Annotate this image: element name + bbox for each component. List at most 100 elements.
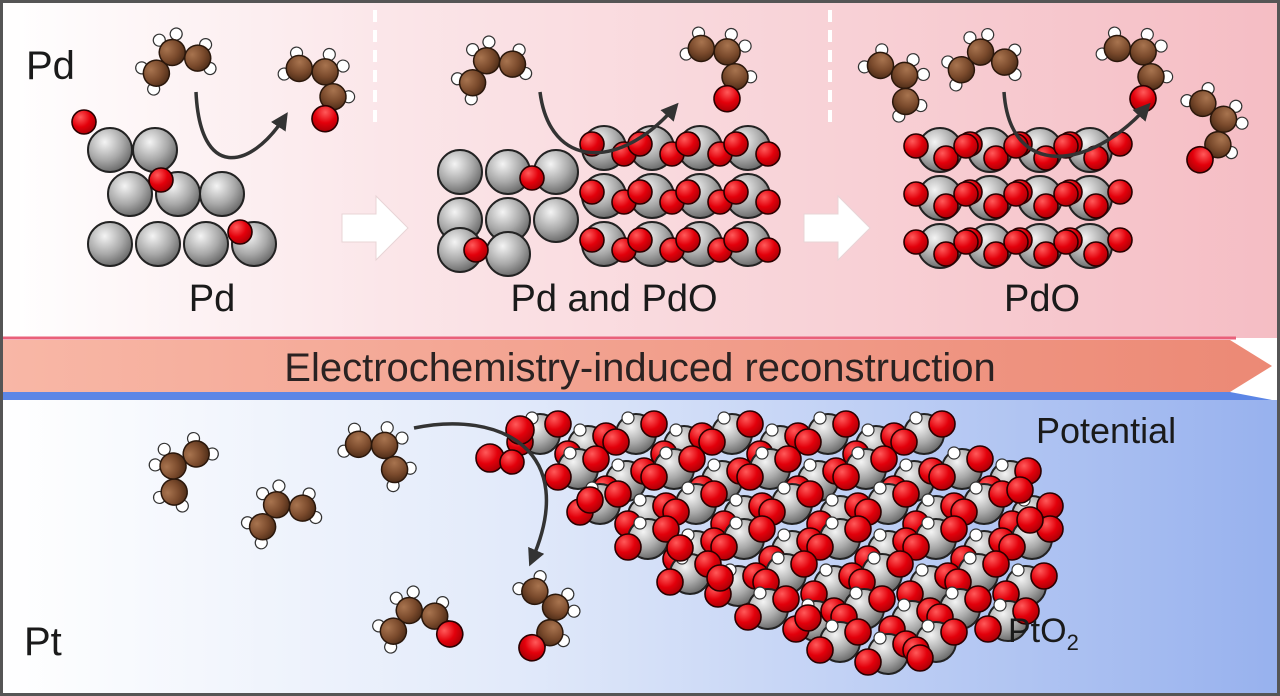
carbon-atom	[380, 455, 409, 484]
carbon-atom	[541, 593, 570, 622]
carbon-atom	[183, 44, 212, 72]
oxygen-atom	[906, 644, 934, 672]
oxygen-atom	[1053, 181, 1079, 207]
oxygen-atom	[713, 84, 741, 113]
oxygen-atom	[576, 486, 604, 514]
palladium-atom	[107, 171, 153, 217]
hydrogen-atom	[969, 481, 983, 495]
oxygen-atom	[806, 533, 834, 561]
reaction-arrows	[194, 91, 1151, 567]
oxygen-atom	[832, 410, 860, 438]
process-arrow	[341, 194, 409, 262]
hydrogen-atom	[1154, 39, 1168, 53]
carbon-atom	[142, 59, 171, 87]
oxygen-atom	[1016, 506, 1044, 534]
oxygen-atom	[844, 515, 872, 543]
propylene-molecule	[857, 43, 930, 123]
carbon-atom	[866, 51, 895, 80]
hydrogen-atom	[921, 493, 935, 507]
oxygen-atom	[772, 585, 800, 613]
oxygen-atom	[1107, 179, 1133, 205]
oxygen-atom	[886, 550, 914, 578]
propylene-molecule	[135, 27, 217, 96]
carbon-atom	[498, 50, 527, 78]
palladium-atom	[183, 221, 229, 267]
palladium-atom	[132, 127, 178, 173]
banner-text: Electrochemistry-induced reconstruction	[284, 346, 996, 390]
hydrogen-atom	[916, 67, 930, 82]
oxygen-atom	[983, 193, 1009, 219]
carbon-atom	[458, 68, 487, 97]
hydrogen-atom	[395, 431, 409, 445]
stage-label-pd-and-pdo: Pd and PdO	[510, 278, 718, 320]
hydrogen-atom	[611, 458, 625, 472]
hydrogen-atom	[681, 481, 695, 495]
oxygen-atom	[903, 133, 929, 159]
oxygen-atom	[774, 445, 802, 473]
molecules	[135, 26, 1249, 662]
oxygen-atom	[755, 141, 781, 167]
carbon-atom	[1129, 38, 1157, 66]
oxygen-atom	[675, 131, 701, 157]
palladium-atom	[199, 171, 245, 217]
oxygen-atom	[675, 227, 701, 253]
carbon-atom	[1209, 105, 1238, 134]
hydrogen-atom	[873, 528, 887, 542]
reaction-arrow	[194, 91, 288, 160]
carbon-atom	[687, 34, 716, 63]
pd-corner-label: Pd	[26, 44, 75, 88]
oxygen-atom	[1012, 597, 1040, 625]
oxygen-atom	[982, 550, 1010, 578]
oxygen-atom	[723, 227, 749, 253]
oxygen-atom	[928, 410, 956, 438]
oxygen-atom	[463, 237, 489, 263]
palladium-atom	[87, 221, 133, 267]
oxygen-atom	[796, 480, 824, 508]
hydrogen-atom	[1235, 116, 1249, 130]
oxygenated-molecule	[512, 570, 581, 662]
oxygen-atom	[933, 241, 959, 267]
hydrogen-atom	[633, 493, 647, 507]
carbon-atom	[966, 38, 995, 66]
hydrogen-atom	[755, 446, 769, 460]
oxygen-atom	[892, 480, 920, 508]
oxygen-atom	[953, 229, 979, 255]
oxygen-atom	[475, 443, 505, 473]
hydrogen-atom	[1011, 563, 1025, 577]
hydrogen-atom	[825, 619, 839, 633]
oxygen-atom	[964, 585, 992, 613]
potential-arrow	[0, 392, 1272, 400]
stage-label-pd: Pd	[188, 278, 236, 320]
oxygen-atom	[519, 165, 545, 191]
oxygen-atom	[579, 179, 605, 205]
carbon-atom	[1103, 34, 1132, 63]
oxygen-atom	[710, 533, 738, 561]
oxygen-atom	[928, 463, 956, 491]
propylene-molecule	[337, 421, 417, 493]
atoms	[71, 109, 1133, 676]
hydrogen-atom	[825, 516, 839, 530]
oxygen-atom	[227, 219, 253, 245]
oxygenated-molecule	[1180, 82, 1249, 174]
hydrogen-atom	[669, 423, 683, 437]
reaction-arrow	[413, 422, 549, 567]
hydrogen-atom	[563, 446, 577, 460]
oxygen-atom	[518, 633, 546, 662]
oxygen-atom	[748, 515, 776, 543]
stage-label-pdo: PdO	[1003, 278, 1081, 320]
palladium-atom	[533, 197, 579, 243]
carbon-atom	[990, 48, 1019, 76]
hydrogen-atom	[729, 516, 743, 530]
hydrogen-atom	[633, 516, 647, 530]
oxygen-atom	[755, 237, 781, 263]
hydrogen-atom	[873, 481, 887, 495]
oxygen-atom	[794, 604, 822, 632]
hydrogen-atom	[169, 27, 183, 41]
oxygen-atom	[698, 428, 726, 456]
palladium-atom	[87, 127, 133, 173]
hydrogen-atom	[897, 598, 911, 612]
potential-label: Potential	[1036, 410, 1177, 451]
oxygen-atom	[148, 167, 174, 193]
oxygen-atom	[953, 181, 979, 207]
